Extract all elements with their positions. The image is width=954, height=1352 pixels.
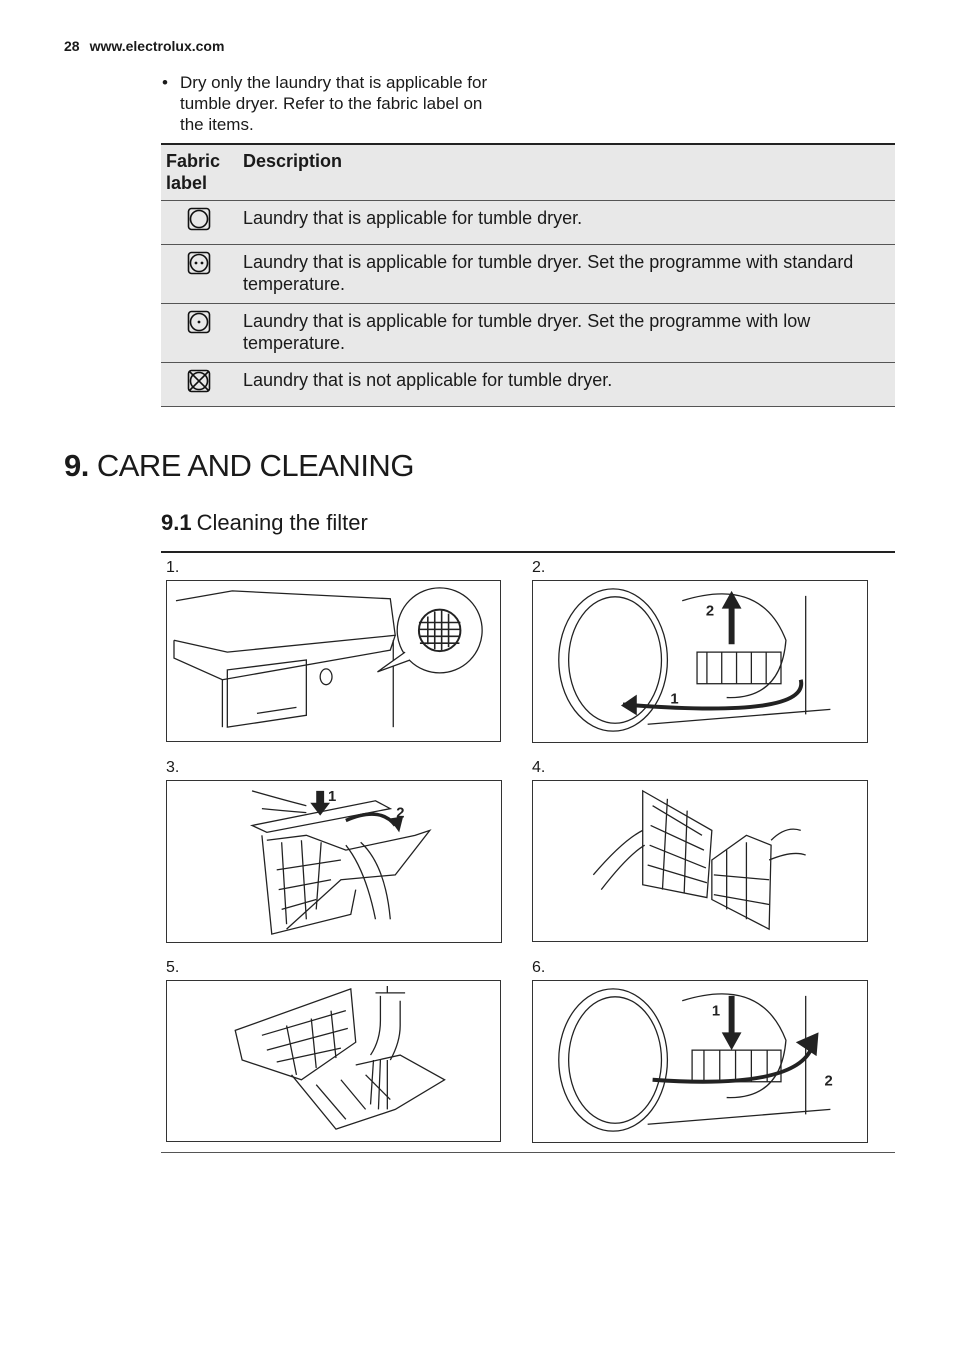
description-header: Description <box>238 143 895 201</box>
step-label: 2. <box>532 559 546 576</box>
do-not-tumble-dry-icon <box>161 362 238 407</box>
bullet-symbol: • <box>162 73 168 92</box>
step-6-illustration: 1 2 <box>532 980 868 1143</box>
tumble-dry-icon <box>161 200 238 245</box>
fabric-label-header: Fabric label <box>161 143 238 201</box>
callout-2: 2 <box>396 806 404 822</box>
step-2-illustration: 2 1 <box>532 580 868 743</box>
table-cell-description: Laundry that is applicable for tumble dr… <box>238 200 895 245</box>
table-row: Laundry that is applicable for tumble dr… <box>161 303 895 363</box>
step-3-illustration: 1 2 <box>166 780 502 943</box>
fabric-label-header-line1: Fabric <box>166 151 221 171</box>
tumble-dry-low-temp-icon <box>161 303 238 363</box>
callout-1: 1 <box>328 789 336 805</box>
subsection-title: Cleaning the filter <box>196 510 368 535</box>
step-4-illustration <box>532 780 868 942</box>
callout-2: 2 <box>706 604 714 620</box>
table-cell-description: Laundry that is applicable for tumble dr… <box>238 244 895 304</box>
table-row: Laundry that is applicable for tumble dr… <box>161 200 895 245</box>
section-number: 9. <box>64 448 89 483</box>
bullet-item: • Dry only the laundry that is applicabl… <box>162 72 507 135</box>
table-cell-description: Laundry that is applicable for tumble dr… <box>238 303 895 363</box>
page-header: 28 www.electrolux.com <box>64 38 224 54</box>
website-link[interactable]: www.electrolux.com <box>89 38 225 54</box>
step-label: 3. <box>166 759 180 776</box>
step-label: 4. <box>532 759 546 776</box>
section-heading: 9.CARE AND CLEANING <box>64 448 414 484</box>
section-title: CARE AND CLEANING <box>96 448 415 483</box>
table-cell-description: Laundry that is not applicable for tumbl… <box>238 362 895 407</box>
fabric-label-header-line2: label <box>166 173 208 193</box>
callout-2: 2 <box>824 1074 832 1090</box>
divider <box>161 551 895 553</box>
step-label: 5. <box>166 959 180 976</box>
tumble-dry-normal-temp-icon <box>161 244 238 304</box>
step-label: 1. <box>166 559 180 576</box>
table-row: Laundry that is applicable for tumble dr… <box>161 244 895 304</box>
page-number: 28 <box>64 38 80 54</box>
bullet-text: Dry only the laundry that is applicable … <box>180 73 488 134</box>
step-1-illustration <box>166 580 501 742</box>
table-row: Laundry that is not applicable for tumbl… <box>161 362 895 407</box>
fabric-label-table: Fabric label Description Laundry that is… <box>161 143 895 407</box>
callout-1: 1 <box>712 1004 720 1020</box>
table-header-row: Fabric label Description <box>161 143 895 201</box>
step-5-illustration <box>166 980 501 1142</box>
subsection-number: 9.1 <box>161 510 192 535</box>
callout-1: 1 <box>670 691 678 707</box>
step-label: 6. <box>532 959 546 976</box>
divider <box>161 1152 895 1153</box>
